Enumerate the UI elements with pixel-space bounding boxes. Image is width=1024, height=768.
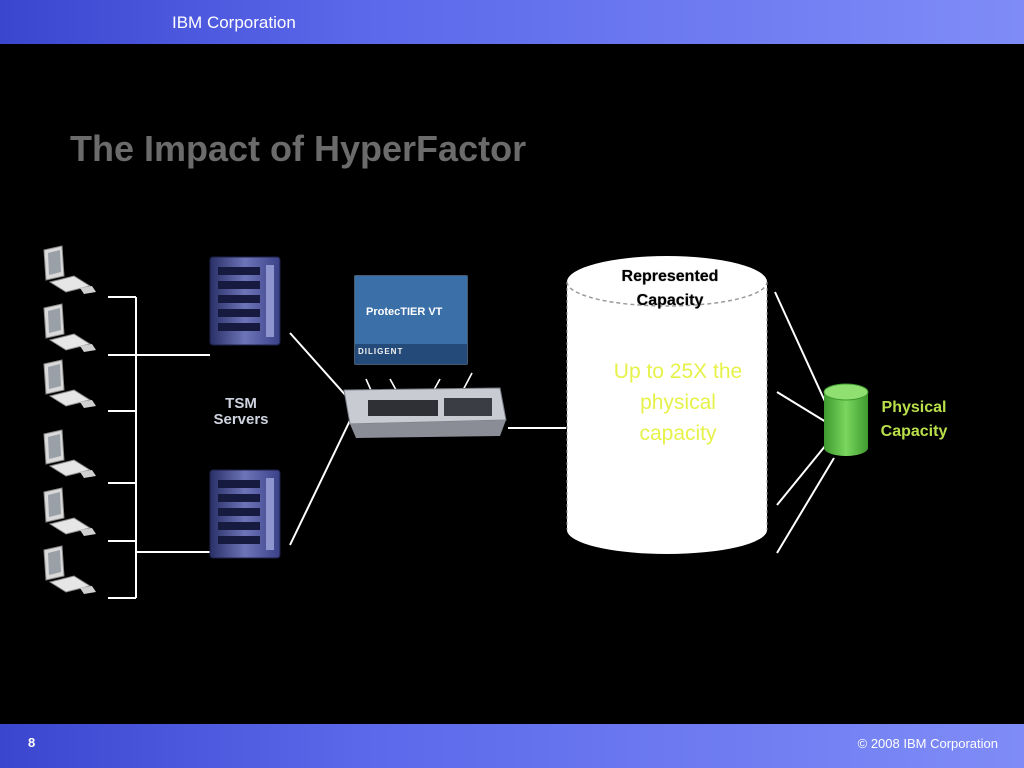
workstation-icon	[43, 545, 97, 595]
header-bar: IBM Corporation	[0, 0, 1024, 44]
physical-label-line2: Capacity	[880, 423, 948, 440]
capacity-connector-lines	[774, 291, 835, 554]
tower-server-icon	[209, 256, 281, 346]
client-connector-lines	[108, 296, 210, 599]
capacity-multiplier-text: Up to 25X the physical capacity	[590, 356, 766, 449]
copyright-text: © 2008 IBM Corporation	[857, 736, 998, 751]
rack-appliance-icon	[343, 387, 507, 438]
multiplier-line1: Up to 25X the	[613, 360, 743, 383]
tsm-label-line2: Servers	[213, 411, 269, 428]
multiplier-line3: capacity	[639, 422, 717, 445]
workstation-icon	[43, 303, 97, 353]
tsm-servers-label: TSM Servers	[195, 396, 287, 428]
page-number: 8	[28, 735, 36, 750]
tower-server-icon	[209, 469, 281, 559]
server-connector-lines	[289, 332, 356, 546]
workstation-icon	[43, 487, 97, 537]
physical-disk-icon	[823, 383, 869, 456]
footer-bar: 8 © 2008 IBM Corporation	[0, 724, 1024, 768]
protectier-logo-title: ProtecTIER VT	[366, 306, 443, 318]
slide-title: The Impact of HyperFactor	[70, 128, 527, 169]
represented-label-line2: Capacity	[636, 292, 704, 309]
database-cylinder-icon	[566, 256, 768, 554]
represented-label-line1: Represented	[621, 268, 719, 285]
workstation-icon	[43, 429, 97, 479]
protectier-logo-brand: DILIGENT	[358, 347, 404, 356]
multiplier-line2: physical	[640, 391, 716, 414]
physical-label-line1: Physical	[881, 399, 947, 416]
represented-capacity-label: Represented Capacity	[596, 265, 744, 313]
tsm-label-line1: TSM	[225, 395, 257, 412]
workstation-icon	[43, 359, 97, 409]
header-org: IBM Corporation	[172, 13, 296, 32]
protectier-logo	[354, 275, 468, 365]
workstation-icon	[43, 245, 97, 295]
physical-capacity-label: Physical Capacity	[866, 396, 962, 444]
